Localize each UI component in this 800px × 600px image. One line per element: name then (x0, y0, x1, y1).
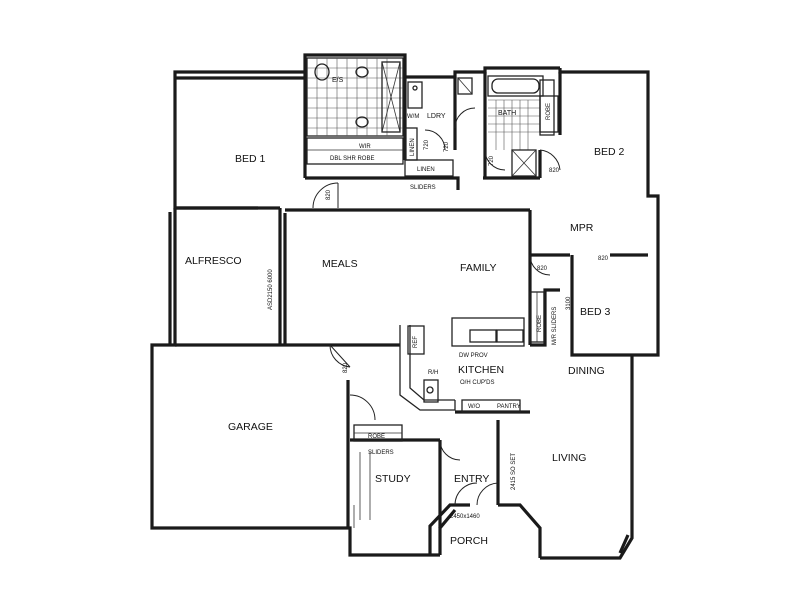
label-pantry: PANTRY (497, 404, 521, 410)
label-robe-study: ROBE (368, 434, 385, 440)
label-dw-prov: DW PROV (459, 353, 488, 359)
label-meals: MEALS (322, 258, 358, 270)
label-mpr: MPR (570, 222, 594, 234)
dim-820-bed3: 820 (598, 256, 609, 262)
label-kitchen: KITCHEN (458, 364, 504, 376)
label-bath: BATH (498, 110, 516, 117)
label-bed3: BED 3 (580, 306, 611, 318)
ensuite-tiles (306, 57, 404, 137)
interior-walls (175, 72, 648, 528)
label-robe-bed3: ROBE (537, 315, 543, 332)
label-laundry: LDRY (427, 113, 446, 120)
label-linen-2: LINEN (417, 167, 435, 173)
label-robe-bed2: ROBE (546, 103, 552, 120)
label-rh: R/H (428, 370, 438, 376)
label-linen-1: LINEN (410, 138, 416, 156)
dim-720-c: 720 (489, 155, 495, 166)
label-ref: REF (413, 336, 419, 348)
dim-820-bed2: 820 (549, 168, 560, 174)
label-entry: ENTRY (454, 473, 489, 485)
dim-living-set: 2415 SO SET (511, 453, 517, 490)
dim-720-a: 720 (424, 139, 430, 150)
label-alfresco: ALFRESCO (185, 255, 242, 267)
dim-720-b: 720 (444, 141, 450, 152)
label-wm: W/M (407, 114, 419, 120)
label-study: STUDY (375, 473, 411, 485)
label-wir: WIR (359, 144, 371, 150)
window-marks (151, 100, 649, 528)
dim-820-garage: 820 (343, 362, 349, 373)
label-porch: PORCH (450, 535, 488, 547)
label-family: FAMILY (460, 262, 497, 274)
door-swings (312, 107, 561, 506)
label-ensuite: E/S (332, 77, 344, 84)
dim-820-mpr: 820 (537, 266, 548, 272)
label-bed2: BED 2 (594, 146, 625, 158)
robes (306, 127, 545, 442)
label-dining: DINING (568, 365, 605, 377)
label-dbl-shr-robe: DBL SHR ROBE (330, 156, 374, 162)
label-wo: W/O (468, 404, 480, 410)
bathroom-fixtures (487, 75, 559, 177)
dim-3100: 3100 (566, 296, 572, 310)
room-labels: E/S LDRY BATH ROBE BED 1 BED 2 WIR DBL S… (185, 77, 625, 547)
dim-820-bed1: 820 (326, 189, 332, 200)
label-garage: GARAGE (228, 421, 273, 433)
label-oh-cupds: O/H CUP'DS (460, 380, 494, 386)
label-sliders-top: SLIDERS (410, 185, 436, 191)
dimension-labels: 820 820 820 820 720 720 720 3100 820 ASD… (268, 139, 609, 520)
dim-alfresco-opening: ASD2150 6000 (268, 269, 274, 310)
label-living: LIVING (552, 452, 586, 464)
label-mr-sliders: M/R SLIDERS (552, 307, 558, 345)
laundry-fixtures (407, 77, 473, 109)
dim-entry-door: 2450x1460 (450, 514, 480, 520)
label-bed1: BED 1 (235, 153, 266, 165)
kitchen-fixtures (399, 317, 525, 413)
label-sliders-study: SLIDERS (368, 450, 394, 456)
